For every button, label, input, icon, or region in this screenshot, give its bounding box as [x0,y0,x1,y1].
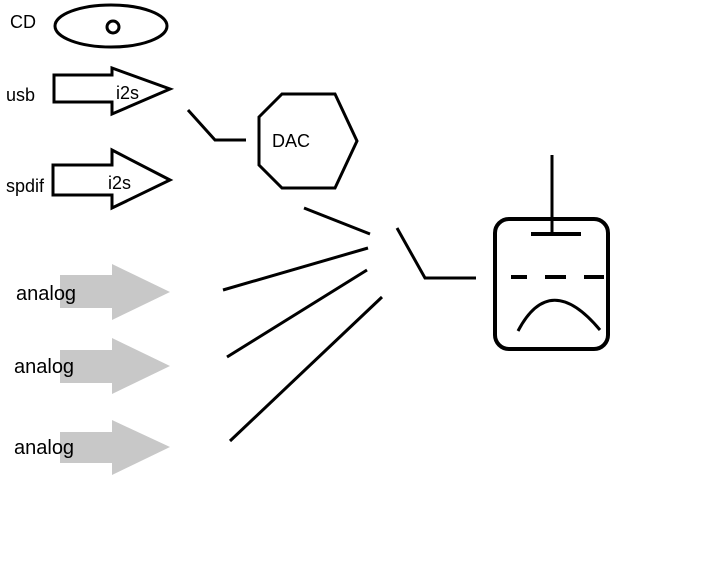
dac-hexagon [257,92,359,190]
i2s-to-dac-connector [186,108,246,142]
spdif-i2s-arrow [51,147,174,211]
dac-label: DAC [272,131,311,151]
spdif-label: spdif [6,176,45,196]
selector-line-analog-3 [228,295,384,443]
cd-label: CD [10,12,36,32]
analog-arrow-1 [60,264,170,320]
spdif-arrow-label: i2s [108,173,132,193]
vacuum-tube-icon [493,155,610,351]
usb-arrow-label: i2s [116,83,140,103]
cd-disc-icon [53,3,169,49]
analog-label-3: analog [14,437,75,459]
selector-line-dac [303,206,371,236]
analog-label-2: analog [14,356,75,378]
selector-switch-arm [395,227,476,280]
analog-arrow-2 [60,338,170,394]
usb-i2s-arrow [52,65,175,117]
analog-label-1: analog [16,283,77,305]
analog-arrow-3 [60,420,170,475]
selector-line-analog-2 [226,268,368,359]
selector-line-analog-1 [222,246,369,292]
usb-label: usb [6,85,36,105]
